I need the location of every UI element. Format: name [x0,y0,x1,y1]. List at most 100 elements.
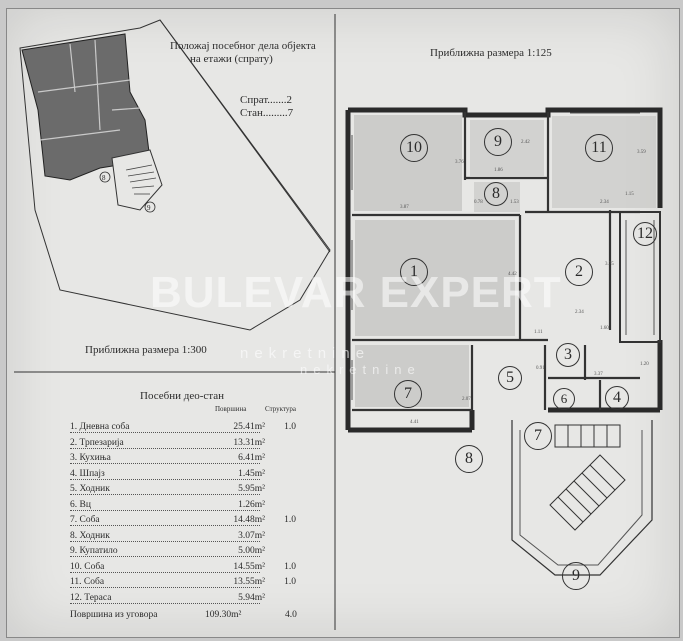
site-marker-9-circle [144,201,156,213]
room-3-label: 3 [556,343,580,367]
dim-room1-height: 4.42 [508,272,517,277]
row-room-name: 1. Дневна соба [70,422,130,432]
row-room-area: 25.41m² [233,422,265,432]
row-room-name: 3. Кухиња [70,453,111,463]
row-room-name: 2. Трпезарија [70,437,124,448]
table-row: 12. Тераса 5.94m² [70,593,310,606]
dim-room7-height: 2.07 [462,397,471,402]
position-title-line1: Положај посебног дела објекта [170,40,316,52]
row-room-area: 5.00m² [238,546,265,556]
row-room-area: 13.31m² [233,437,265,448]
dim-room2-width: 2.34 [575,310,584,315]
row-room-structure: 1.0 [284,561,296,572]
dim-room9-height: 2.42 [521,140,530,145]
total-label: Површина из уговора [70,610,158,620]
table-row: 8. Ходник 3.07m² [70,531,310,544]
dim-room2-height: 3.75 [605,262,614,267]
dim-kitchen-width: 3.37 [594,372,603,377]
site-marker-8: 8 [102,174,106,182]
table-row: 9. Купатило 5.00m² [70,546,310,559]
row-room-structure: 1.0 [284,422,296,432]
site-marker-9: 9 [147,204,151,212]
table-row: 10. Соба 14.55m² 1.0 [70,562,310,575]
room-11-fill [552,116,656,208]
room-7-label: 7 [394,380,422,408]
room-1-fill [355,220,515,336]
dim-room7-width: 4.41 [410,420,419,425]
watermark-brand: BULEVAR EXPERT [150,268,562,317]
table-row: 4. Шпајз 1.45m² [70,469,310,482]
row-room-area: 5.94m² [238,592,265,603]
row-room-area: 14.55m² [233,561,265,572]
room-12-label: 12 [633,222,657,246]
row-room-name: 11. Соба [70,577,105,587]
row-room-area: 1.26m² [238,499,265,510]
room-6-label: 6 [553,388,575,410]
apartment-label: Стан.........7 [240,107,294,119]
row-room-area: 14.48m² [233,515,265,525]
dim-hall-left: 0.78 [474,200,483,205]
site-stair-tower [111,149,163,211]
room-4-label: 4 [605,386,629,410]
row-room-area: 5.95m² [238,484,265,494]
table-row: 3. Кухиња 6.41m² [70,453,310,466]
parcel-outline [19,19,331,331]
room-11-label: 11 [585,134,613,162]
col-structure-header: Структура [265,405,297,413]
row-room-name: 5. Ходник [70,484,110,494]
row-room-area: 6.41m² [238,453,265,463]
parcel-line [159,19,331,253]
room-9-label: 9 [484,128,512,156]
total-structure: 4.0 [285,610,297,620]
stair-marker-9: 9 [562,562,590,590]
stair-marker-8: 8 [455,445,483,473]
row-room-name: 4. Шпајз [70,468,105,479]
dim-hall-gap: 1.11 [534,330,543,335]
table-row: 1. Дневна соба 25.41m² 1.0 [70,422,310,435]
terrace-outline [619,211,661,343]
room-8-label: 8 [484,182,508,206]
site-marker-8-circle [99,171,111,183]
row-room-name: 9. Купатило [70,546,118,556]
room-10-label: 10 [400,134,428,162]
watermark-sub-2: nekretnine [300,362,421,377]
dim-room9-width: 1.86 [494,168,503,173]
row-room-area: 3.07m² [238,530,265,541]
row-room-area: 1.45m² [238,468,265,479]
room-2-label: 2 [565,258,593,286]
row-room-area: 13.55m² [233,577,265,587]
room-1-label: 1 [400,258,428,286]
table-row: 6. Вц 1.26m² [70,500,310,513]
dim-hall-small: 0.91 [536,366,545,371]
room-10-fill [354,115,462,211]
dim-room11-width: 2.34 [600,200,609,205]
table-row: 2. Трпезарија 13.31m² [70,438,310,451]
row-room-name: 10. Соба [70,561,105,572]
stair-marker-7: 7 [524,422,552,450]
table-title: Посебни део-стан [140,390,224,402]
dim-room11-height: 3.59 [637,150,646,155]
dim-hall-right: 1.53 [510,200,519,205]
site-scale-label: Приближна размера 1:300 [85,344,207,356]
row-room-name: 8. Ходник [70,530,110,541]
plan-scale-label: Приближна размера 1:125 [430,47,552,59]
dim-room10-height: 3.76 [455,160,464,165]
table-row: 11. Соба 13.55m² 1.0 [70,577,310,590]
row-room-structure: 1.0 [284,577,296,587]
room-5-label: 5 [498,366,522,390]
total-area: 109.30m² [205,610,242,620]
col-area-header: Површина [215,405,247,413]
table-row: 5. Ходник 5.95m² [70,484,310,497]
table-row: 7. Соба 14.48m² 1.0 [70,515,310,528]
row-room-name: 6. Вц [70,499,91,510]
row-room-name: 12. Тераса [70,592,112,603]
watermark-sub-1: nekretnine [240,345,371,362]
position-title-line2: на етажи (спрату) [190,53,273,65]
dim-room10-width: 3.87 [400,205,409,210]
dim-pantry-w: 1.60 [600,326,609,331]
floor-label: Спрат.......2 [240,94,293,106]
row-room-structure: 1.0 [284,515,296,525]
dim-terrace-top: 1.15 [625,192,634,197]
row-room-name: 7. Соба [70,515,100,525]
